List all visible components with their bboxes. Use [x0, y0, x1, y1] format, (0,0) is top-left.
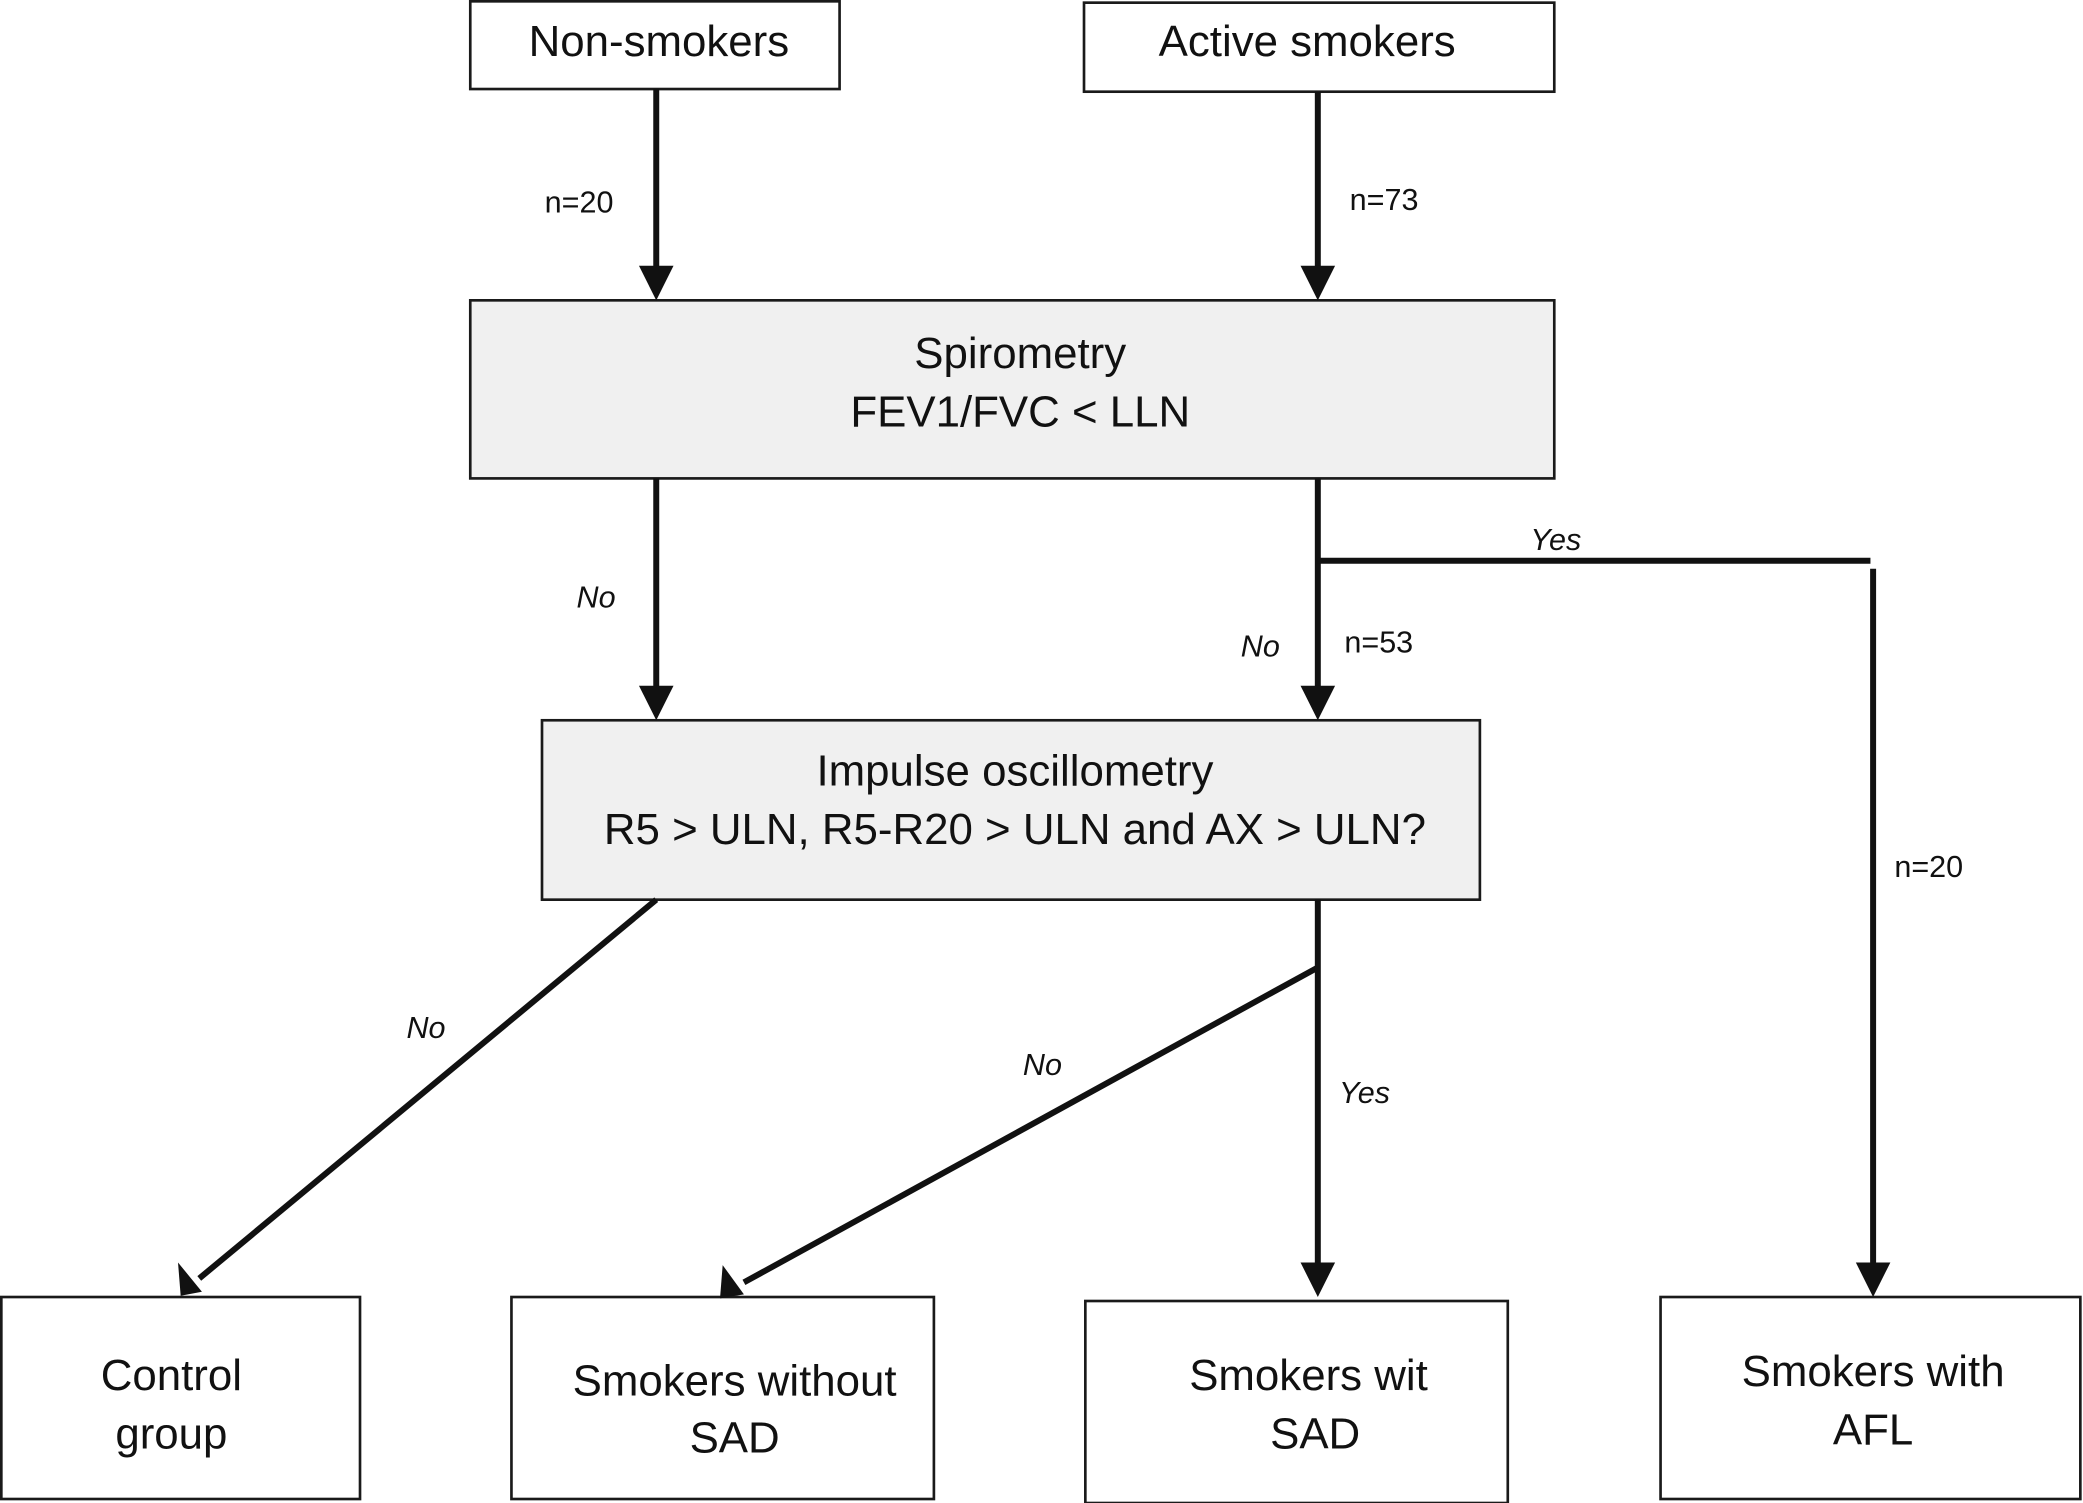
edge-line: [197, 897, 659, 1281]
edge-line: [742, 964, 1320, 1286]
edge-spirometry-no-smokers: [1300, 478, 1336, 721]
edge-non-smokers-to-spirometry: [638, 89, 674, 301]
node-box: [1082, 1, 1556, 94]
node-label-line-2: AFL: [1833, 1406, 1913, 1455]
arrowhead-icon: [1855, 1262, 1891, 1298]
node-label-line-1: Control: [101, 1351, 242, 1400]
node-control-group: Control group: [0, 1295, 362, 1501]
edge-ios-no-to-without-sad: [720, 964, 1320, 1299]
edge-label-no-control: No: [407, 1011, 446, 1045]
edge-label-n20-nonsmokers: n=20: [545, 186, 614, 220]
node-label-line-1: Spirometry: [914, 329, 1126, 378]
node-label-line-1: Smokers without: [573, 1356, 897, 1405]
node-label-line-2: FEV1/FVC < LLN: [850, 388, 1190, 437]
edge-ios-yes-to-with-sad: [1300, 899, 1336, 1298]
node-box: [540, 718, 1482, 902]
node-label: Active smokers: [1159, 17, 1456, 66]
node-label-line-2: R5 > ULN, R5-R20 > ULN and AX > ULN?: [604, 805, 1426, 854]
edge-label-n20-afl: n=20: [1894, 850, 1963, 884]
node-box: [1084, 1299, 1510, 1503]
edge-spirometry-yes-to-afl: [1317, 557, 1891, 1298]
node-smokers-without-sad: Smokers without SAD: [510, 1295, 936, 1501]
edge-label-no-without-sad: No: [1023, 1048, 1062, 1082]
arrowhead-icon: [638, 265, 674, 301]
edge-label-n53: n=53: [1344, 625, 1413, 659]
edge-active-smokers-to-spirometry: [1300, 91, 1336, 301]
node-smokers-with-sad: Smokers wit SAD: [1084, 1299, 1510, 1503]
node-label-line-1: Smokers with: [1742, 1347, 2005, 1396]
node-label-line-2: group: [115, 1410, 227, 1459]
arrowhead-icon: [178, 1262, 202, 1296]
node-box: [1659, 1295, 2082, 1501]
edge-label-no-mid: No: [1241, 629, 1280, 663]
edge-label-yes-afl: Yes: [1530, 523, 1581, 557]
edge-label-yes-with-sad: Yes: [1339, 1076, 1390, 1110]
node-impulse-oscillometry: Impulse oscillometry R5 > ULN, R5-R20 > …: [540, 718, 1482, 902]
node-spirometry: Spirometry FEV1/FVC < LLN: [468, 299, 1556, 480]
node-label-line-2: SAD: [690, 1413, 780, 1462]
edge-label-no-left: No: [577, 580, 616, 614]
node-box: [468, 0, 841, 91]
node-box: [510, 1295, 936, 1501]
node-label-line-2: SAD: [1270, 1410, 1360, 1459]
arrowhead-icon: [1300, 685, 1336, 721]
node-box: [468, 299, 1556, 480]
node-box: [0, 1295, 362, 1501]
edge-spirometry-no-left: [638, 478, 674, 721]
arrowhead-icon: [1300, 265, 1336, 301]
node-label-line-1: Smokers wit: [1189, 1351, 1428, 1400]
edge-ios-no-to-control: [178, 897, 659, 1296]
node-label-line-1: Impulse oscillometry: [816, 746, 1213, 795]
node-smokers-with-afl: Smokers with AFL: [1659, 1295, 2082, 1501]
arrowhead-icon: [1300, 1262, 1336, 1298]
edge-label-n73: n=73: [1350, 183, 1419, 217]
arrowhead-icon: [720, 1265, 744, 1299]
arrowhead-icon: [638, 685, 674, 721]
node-active-smokers: Active smokers: [1082, 1, 1556, 94]
node-non-smokers: Non-smokers: [468, 0, 841, 91]
node-label: Non-smokers: [529, 17, 790, 66]
